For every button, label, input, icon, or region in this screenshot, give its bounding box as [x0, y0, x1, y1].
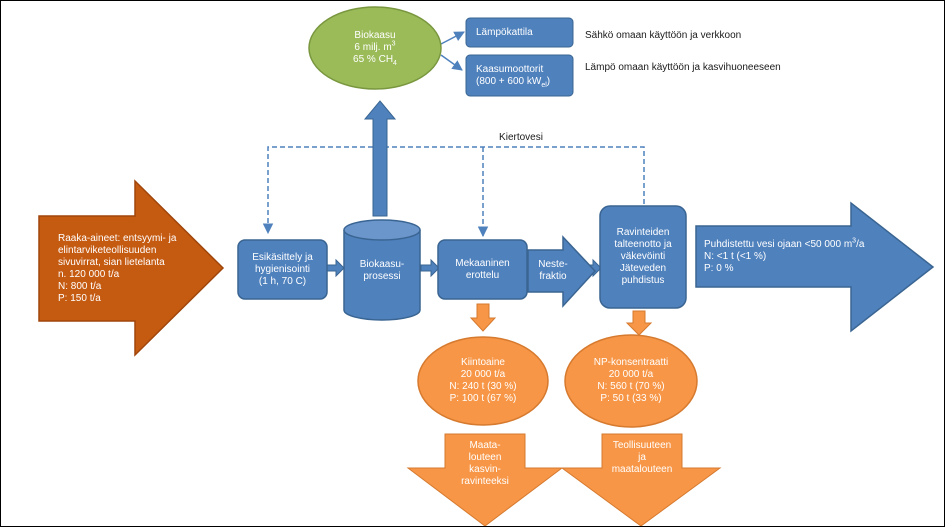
nutrient-recovery-box [599, 205, 687, 309]
biogas-process-label: Biokaasu- prosessi [344, 251, 420, 291]
treated-water-phosphorus: P: 0 % [704, 263, 734, 274]
treated-water-nitrogen: N: <1 t (<1 %) [704, 251, 767, 262]
raw-materials-line: n. 120 000 t/a [58, 269, 120, 280]
boiler-label: Lämpökattila [476, 18, 571, 47]
agriculture-line: ravinteeksi [461, 476, 509, 487]
liquid-fraction-line: fraktio [539, 271, 567, 282]
np-concentrate-line: NP-konsentraatti [593, 357, 669, 368]
solids-ellipse [417, 336, 549, 426]
industry-label: Teollisuuteen ja maatalouteen [602, 438, 682, 478]
gas-engines-power: (800 + 600 kWel) [476, 76, 551, 89]
np-concentrate-ellipse [564, 334, 698, 428]
boiler-title: Lämpökattila [476, 26, 533, 38]
agriculture-label: Maata- louteen kasvin- ravinteeksi [449, 438, 521, 490]
arrow-biogas-to-boiler [440, 31, 465, 45]
solids-line: N: 240 t (30 %) [449, 381, 517, 392]
agriculture-line: kasvin- [469, 464, 501, 475]
treated-water-label: Puhdistettu vesi ojaan <50 000 m3/a N: <… [704, 233, 864, 281]
biogas-process-line: Biokaasu- [359, 259, 405, 270]
gas-engines-note-text: Lämpö omaan käyttöön ja kasvihuoneeseen [585, 62, 781, 73]
solids-line: P: 100 t (67 %) [449, 393, 517, 404]
liquid-fraction-arrow [527, 235, 597, 308]
recirculation-lines [262, 146, 645, 238]
boiler-note-text: Sähkö omaan käyttöön ja verkkoon [585, 30, 742, 41]
np-concentrate-line: P: 50 t (33 %) [600, 393, 662, 404]
raw-materials-line: Raaka-aineet: entsyymi- ja [58, 233, 177, 244]
arrow-process-to-separation [420, 258, 440, 278]
nutrient-recovery-line: Ravinteiden [616, 227, 670, 238]
biogas-ellipse [308, 6, 442, 90]
gas-engines-box [465, 54, 574, 97]
boiler-note: Sähkö omaan käyttöön ja verkkoon [585, 29, 805, 43]
treated-water-arrow [695, 201, 935, 333]
industry-line: maatalouteen [611, 464, 673, 475]
mechanical-separation-line: erottelu [465, 269, 500, 281]
gas-engines-title: Kaasumoottorit [476, 64, 544, 75]
pretreatment-line: (1 h, 70 C) [258, 275, 307, 287]
pretreatment-line: Esikäsittely ja [252, 251, 313, 263]
gas-engines-label: Kaasumoottorit (800 + 600 kWel) [476, 58, 571, 94]
treated-water-volume: Puhdistettu vesi ojaan <50 000 m3/a [704, 237, 865, 250]
industry-line: Teollisuuteen [612, 440, 672, 451]
arrow-pretreatment-to-process [325, 258, 345, 278]
biogas-methane: 65 % CH4 [353, 54, 397, 67]
nutrient-recovery-line: talteenotto ja [614, 239, 672, 250]
agriculture-line: louteen [468, 452, 502, 463]
agriculture-arrow [406, 433, 564, 526]
pretreatment-line: hygienisointi [254, 263, 311, 275]
solids-label: Kiintoaine 20 000 t/a N: 240 t (30 %) P:… [428, 355, 538, 407]
arrow-separation-to-solids [469, 303, 497, 332]
nutrient-recovery-line: puhdistus [621, 275, 665, 286]
pretreatment-box [237, 239, 328, 300]
nutrient-recovery-line: väkevöinti [620, 251, 666, 262]
nutrient-recovery-label: Ravinteiden talteenotto ja väkevöinti Jä… [600, 213, 686, 301]
biogas-title: Biokaasu [354, 30, 396, 41]
raw-materials-line: elintarviketeollisuuden [58, 245, 157, 256]
raw-materials-line: P: 150 t/a [58, 293, 101, 304]
raw-materials-arrow [38, 179, 225, 357]
mechanical-separation-line: Mekaaninen [455, 257, 510, 269]
pretreatment-label: Esikäsittely ja hygienisointi (1 h, 70 C… [238, 240, 327, 299]
mechanical-separation-label: Mekaaninen erottelu [438, 240, 527, 299]
industry-arrow [560, 433, 722, 526]
np-concentrate-line: 20 000 t/a [608, 369, 654, 380]
connector-arrows [440, 31, 465, 71]
np-concentrate-label: NP-konsentraatti 20 000 t/a N: 560 t (70… [576, 355, 686, 407]
solids-line: 20 000 t/a [460, 369, 506, 380]
raw-materials-label: Raaka-aineet: entsyymi- ja elintarvikete… [58, 227, 178, 311]
biogas-label: Biokaasu 6 milj. m3 65 % CH4 [313, 25, 437, 71]
liquid-fraction-label: Neste- fraktio [528, 251, 578, 291]
arrow-recovery-to-concentrate [625, 310, 653, 336]
biogas-process-cylinder [343, 219, 421, 321]
np-concentrate-line: N: 560 t (70 %) [597, 381, 665, 392]
arrow-biogas-to-engines [440, 54, 463, 71]
mechanical-separation-box [437, 239, 528, 300]
nutrient-recovery-line: Jäteveden [619, 263, 667, 274]
agriculture-line: Maata- [469, 440, 501, 451]
biogas-process-line: prosessi [363, 271, 401, 282]
raw-materials-line: sivuvirrat, sian lietelanta [58, 257, 165, 268]
biogas-volume: 6 milj. m3 [354, 40, 396, 53]
arrow-process-to-biogas [363, 100, 397, 217]
recirculation-label: Kiertovesi [486, 131, 556, 145]
solids-line: Kiintoaine [461, 357, 505, 368]
industry-line: ja [638, 452, 646, 463]
raw-materials-line: N: 800 t/a [58, 281, 102, 292]
gas-engines-note: Lämpö omaan käyttöön ja kasvihuoneeseen [585, 61, 815, 75]
recirculation-line-main [262, 146, 645, 235]
boiler-box [465, 17, 574, 48]
liquid-fraction-line: Neste- [538, 259, 568, 270]
recirculation-text: Kiertovesi [499, 132, 543, 143]
